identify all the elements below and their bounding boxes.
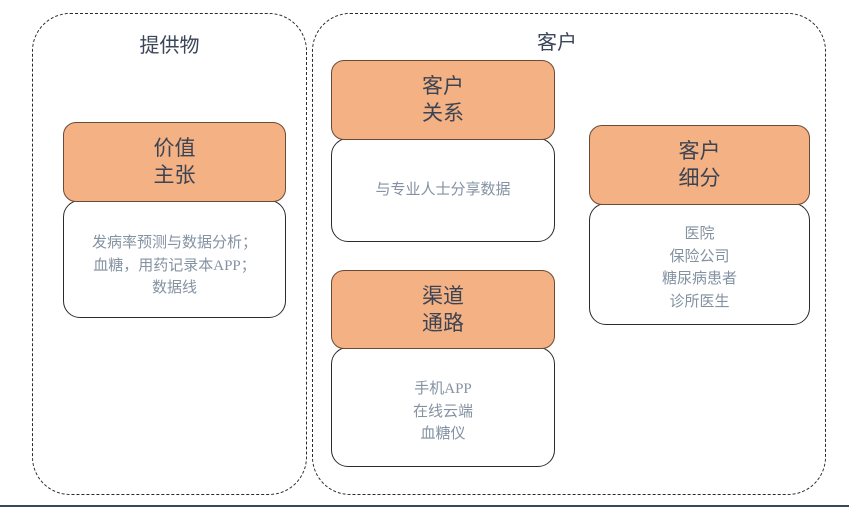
customer-relationships-header-line-2: 关系 <box>422 101 464 125</box>
channels-body-line-3: 血糖仪 <box>420 426 466 443</box>
group-offering-title: 提供物 <box>139 35 200 57</box>
block-customer-segments: 客户 细分 医院 保险公司 糖尿病患者 诊所医生 <box>589 125 810 325</box>
block-customer-relationships: 客户 关系 与专业人士分享数据 <box>331 60 555 242</box>
customer-segments-header-line-2: 细分 <box>678 166 721 190</box>
channels-body-line-1: 手机APP <box>414 381 472 398</box>
customer-relationships-body: 与专业人士分享数据 <box>331 138 555 242</box>
block-channels: 渠道 通路 手机APP 在线云端 血糖仪 <box>331 270 555 467</box>
group-customer-title: 客户 <box>537 32 577 54</box>
customer-segments-body: 医院 保险公司 糖尿病患者 诊所医生 <box>589 203 810 325</box>
bottom-divider <box>0 505 849 507</box>
channels-header-line-1: 渠道 <box>422 283 464 308</box>
group-customer <box>312 13 826 495</box>
customer-segments-header-line-1: 客户 <box>678 139 721 164</box>
value-proposition-body-line-1: 发病率预测与数据分析； <box>91 235 257 252</box>
value-proposition-body-line-2: 血糖，用药记录本APP； <box>93 257 256 274</box>
group-offering <box>32 13 307 495</box>
value-proposition-header: 价值 主张 <box>63 122 286 202</box>
value-proposition-header-line-1: 价值 <box>153 136 196 161</box>
customer-segments-body-line-3: 糖尿病患者 <box>661 271 737 287</box>
customer-relationships-body-line-1: 与专业人士分享数据 <box>375 181 511 198</box>
customer-relationships-header-line-1: 客户 <box>422 74 464 99</box>
customer-segments-body-line-4: 诊所医生 <box>669 293 730 310</box>
channels-header-line-2: 通路 <box>422 310 464 335</box>
value-proposition-body-line-3: 数据线 <box>151 280 197 297</box>
channels-body: 手机APP 在线云端 血糖仪 <box>331 347 555 467</box>
block-value-proposition: 价值 主张 发病率预测与数据分析； 血糖，用药记录本APP； 数据线 <box>63 122 286 318</box>
channels-body-line-2: 在线云端 <box>412 403 473 420</box>
customer-segments-header: 客户 细分 <box>589 125 810 205</box>
customer-segments-body-line-1: 医院 <box>684 226 715 242</box>
value-proposition-header-line-2: 主张 <box>153 163 196 187</box>
customer-relationships-header: 客户 关系 <box>331 60 555 140</box>
customer-segments-body-line-2: 保险公司 <box>669 248 730 265</box>
channels-header: 渠道 通路 <box>331 270 555 349</box>
value-proposition-body: 发病率预测与数据分析； 血糖，用药记录本APP； 数据线 <box>63 200 286 318</box>
